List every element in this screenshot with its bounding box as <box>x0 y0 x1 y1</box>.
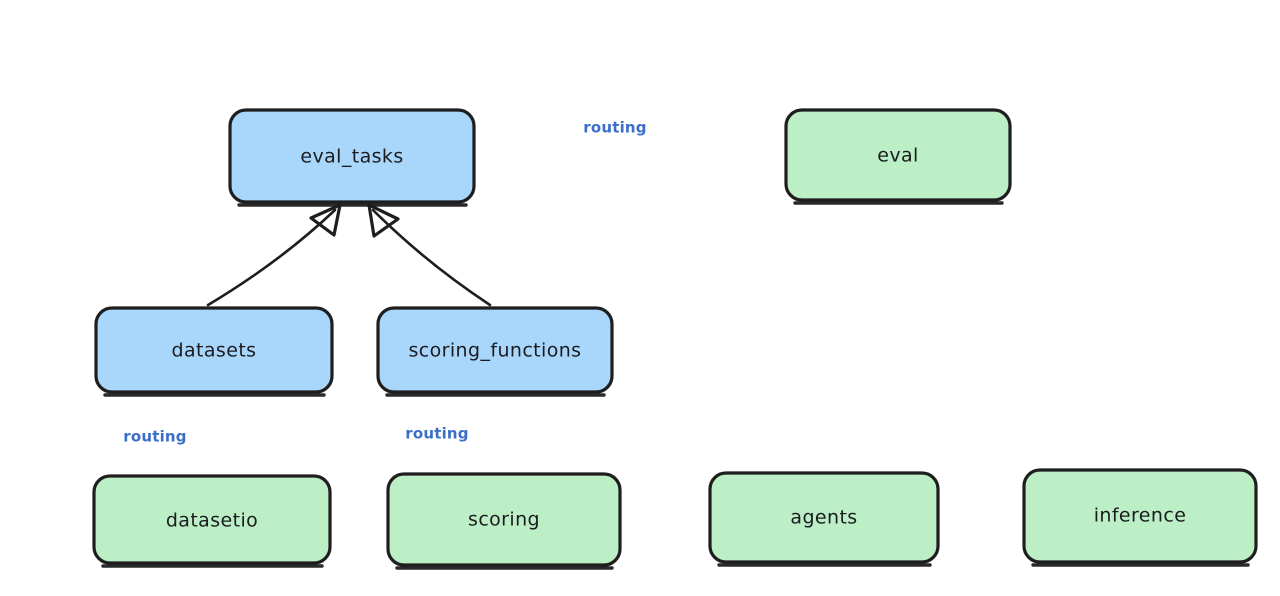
node-agents-box <box>708 471 940 564</box>
node-inference-box <box>1022 468 1258 564</box>
node-datasets-box <box>94 306 334 394</box>
node-scoring-functions[interactable]: scoring_functions <box>376 306 614 397</box>
node-scoring-functions-box <box>376 306 614 394</box>
node-eval-tasks[interactable]: eval_tasks <box>228 108 476 207</box>
edge-scoringfn-evaltasks-line <box>371 208 492 307</box>
edge-scoringfn-evaltasks[interactable] <box>367 203 492 307</box>
node-eval-box <box>784 108 1012 202</box>
edge-datasets-evaltasks-arrowhead <box>309 203 342 237</box>
node-datasetio-box <box>92 474 332 565</box>
edge-agents-eval-arrowhead <box>873 204 898 228</box>
edge-inference-eval-arrowhead <box>912 205 937 230</box>
edge-inference-eval-line <box>916 209 1133 466</box>
node-inference[interactable]: inference <box>1022 468 1258 567</box>
edge-agents-eval-line <box>828 209 886 469</box>
edge-label-routing-scoring: routing <box>405 425 469 443</box>
node-datasets[interactable]: datasets <box>94 306 334 397</box>
edge-datasets-evaltasks-line <box>206 208 337 307</box>
node-eval-tasks-box <box>228 108 476 204</box>
edge-label-routing-eval-tasks: routing <box>583 119 647 137</box>
node-scoring-box <box>386 472 622 567</box>
node-datasetio[interactable]: datasetio <box>92 474 332 568</box>
node-scoring[interactable]: scoring <box>386 472 622 570</box>
node-group: eval_tasks eval datasets scoring_functio… <box>92 108 1258 570</box>
edge-agents-eval[interactable] <box>828 204 898 469</box>
edge-datasetio-eval-arrowhead <box>871 79 891 100</box>
node-agents[interactable]: agents <box>708 471 940 567</box>
edge-scoring-eval-arrowhead <box>837 204 862 228</box>
edge-scoringfn-evaltasks-arrowhead <box>367 203 400 238</box>
node-eval[interactable]: eval <box>784 108 1012 205</box>
edge-inference-eval[interactable] <box>912 205 1133 466</box>
edge-label-routing-datasetio: routing <box>123 428 187 446</box>
edge-group-solid <box>206 203 492 307</box>
edge-datasets-evaltasks[interactable] <box>206 203 342 307</box>
